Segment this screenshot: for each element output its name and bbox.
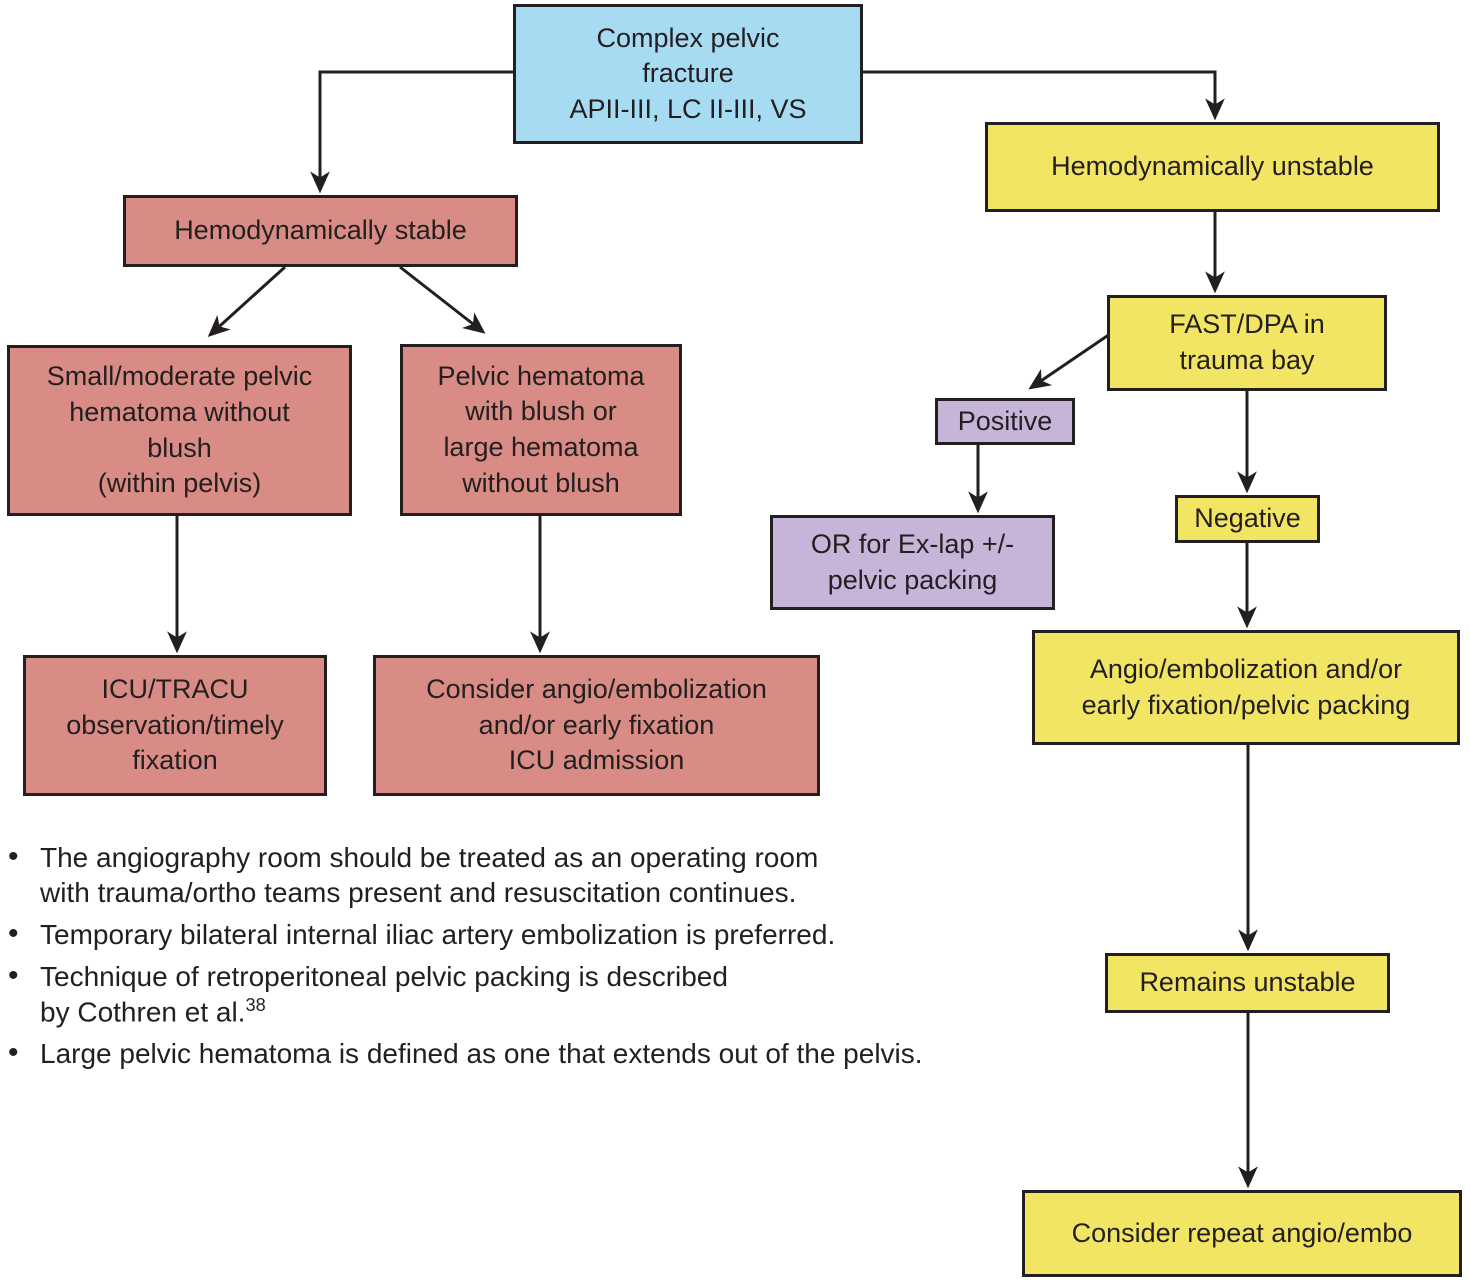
- arrow-complex-to-stable: [310, 70, 513, 194]
- footnote-text: Large pelvic hematoma is defined as one …: [40, 1038, 923, 1070]
- footnote-item: • Temporary bilateral internal iliac arte…: [6, 917, 986, 952]
- node-label: Remains unstable: [1139, 967, 1356, 998]
- arrow-stable-to-blush-hematoma: [399, 265, 486, 334]
- node-complex-pelvic-fracture: Complex pelvic fracture APII-III, LC II-…: [513, 4, 863, 144]
- bullet-icon: •: [8, 840, 19, 873]
- node-label: FAST/DPA in trauma bay: [1169, 309, 1325, 375]
- node-remains-unstable: Remains unstable: [1105, 953, 1390, 1013]
- node-negative: Negative: [1175, 495, 1320, 543]
- footnote-item: • The angiography room should be treated …: [6, 840, 986, 910]
- node-label: Hemodynamically unstable: [1051, 151, 1374, 182]
- node-hemodynamically-stable: Hemodynamically stable: [123, 195, 518, 267]
- node-label: Small/moderate pelvic hematoma without b…: [46, 361, 313, 499]
- node-label: Consider angio/embolization and/or early…: [426, 674, 767, 776]
- bullet-icon: •: [8, 917, 19, 950]
- node-angio-embolization-fixation: Angio/embolization and/or early fixation…: [1032, 630, 1460, 745]
- node-label: ICU/TRACU observation/timely fixation: [66, 674, 284, 776]
- arrow-complex-to-unstable: [863, 70, 1225, 121]
- node-label: Negative: [1194, 503, 1301, 534]
- footnote-text: Temporary bilateral internal iliac arter…: [40, 919, 836, 950]
- arrow-stable-to-small-hematoma: [207, 265, 287, 337]
- node-pelvic-hematoma-with-blush: Pelvic hematoma with blush or large hema…: [400, 344, 682, 516]
- node-or-ex-lap-pelvic-packing: OR for Ex-lap +/- pelvic packing: [770, 515, 1055, 610]
- node-label: OR for Ex-lap +/- pelvic packing: [810, 528, 1015, 595]
- bullet-icon: •: [8, 1036, 19, 1070]
- footnote-text: The angiography room should be treated a…: [40, 842, 819, 908]
- node-label: Hemodynamically stable: [174, 215, 467, 246]
- node-fast-dpa-trauma-bay: FAST/DPA in trauma bay: [1107, 295, 1387, 391]
- arrow-fast-to-positive: [1028, 332, 1111, 390]
- footnote-item: • Large pelvic hematoma is defined as one…: [6, 1036, 986, 1071]
- node-label: Pelvic hematoma with blush or large hema…: [437, 360, 645, 498]
- node-consider-angio-embolization: Consider angio/embolization and/or early…: [373, 655, 820, 796]
- footnotes: • The angiography room should be treated …: [6, 840, 986, 1078]
- node-consider-repeat-angio-embo: Consider repeat angio/embo: [1022, 1190, 1462, 1277]
- node-positive: Positive: [935, 398, 1075, 445]
- node-label: Angio/embolization and/or early fixation…: [1081, 653, 1411, 720]
- node-icu-tracu-observation: ICU/TRACU observation/timely fixation: [23, 655, 327, 796]
- node-label: Complex pelvic fracture APII-III, LC II-…: [569, 22, 807, 124]
- node-hemodynamically-unstable: Hemodynamically unstable: [985, 122, 1440, 212]
- node-label: Consider repeat angio/embo: [1071, 1217, 1413, 1248]
- bullet-icon: •: [8, 959, 19, 992]
- footnote-reference-number: 38: [245, 995, 266, 1015]
- footnote-item: • Technique of retroperitoneal pelvic pac…: [6, 959, 986, 1029]
- footnote-text: Technique of retroperitoneal pelvic pack…: [40, 961, 728, 1028]
- node-label: Positive: [957, 405, 1053, 436]
- node-small-moderate-hematoma: Small/moderate pelvic hematoma without b…: [7, 345, 352, 516]
